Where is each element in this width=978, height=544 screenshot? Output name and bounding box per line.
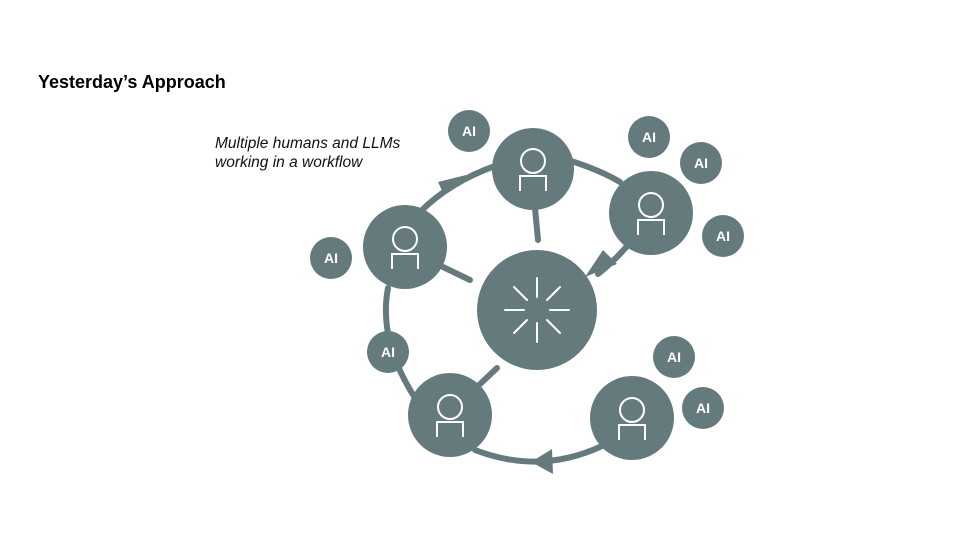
ai-badge: AI — [628, 116, 670, 158]
arrowhead-top — [438, 175, 466, 195]
arrowhead-bottom — [531, 449, 553, 474]
spoke-top — [532, 205, 541, 243]
loading-spinner-icon — [504, 277, 570, 343]
arrowheads — [438, 175, 617, 474]
central-hub — [477, 250, 597, 370]
spoke-left — [440, 264, 473, 283]
ai-badge: AI — [682, 387, 724, 429]
human-node-left — [363, 205, 447, 289]
ai-badge-label: AI — [716, 228, 730, 244]
ai-badge: AI — [702, 215, 744, 257]
ai-badge: AI — [653, 336, 695, 378]
ai-badge: AI — [367, 331, 409, 373]
ai-badge: AI — [680, 142, 722, 184]
ai-badge: AI — [310, 237, 352, 279]
ai-badge-label: AI — [642, 129, 656, 145]
caption-line-1: Multiple humans and LLMs — [215, 135, 401, 152]
human-node-bottomright — [590, 376, 674, 460]
slide-title: Yesterday’s Approach — [38, 72, 226, 92]
connector-left-to-top — [417, 163, 498, 215]
connector-top-to-right — [565, 157, 623, 185]
spoke-bottomleft — [475, 365, 500, 389]
arrowhead-hub — [585, 250, 617, 277]
human-node-bottomleft — [408, 373, 492, 457]
ai-badge-label: AI — [324, 250, 338, 266]
diagram-caption: Multiple humans and LLMs working in a wo… — [215, 134, 400, 172]
ai-badge-label: AI — [381, 344, 395, 360]
ai-badge-label: AI — [696, 400, 710, 416]
ai-badge-label: AI — [667, 349, 681, 365]
ai-badge-label: AI — [694, 155, 708, 171]
caption-line-2: working in a workflow — [215, 154, 363, 171]
human-node-top — [492, 128, 574, 210]
ai-badge: AI — [448, 110, 490, 152]
human-node-right — [609, 171, 693, 255]
ai-badge-label: AI — [462, 123, 476, 139]
